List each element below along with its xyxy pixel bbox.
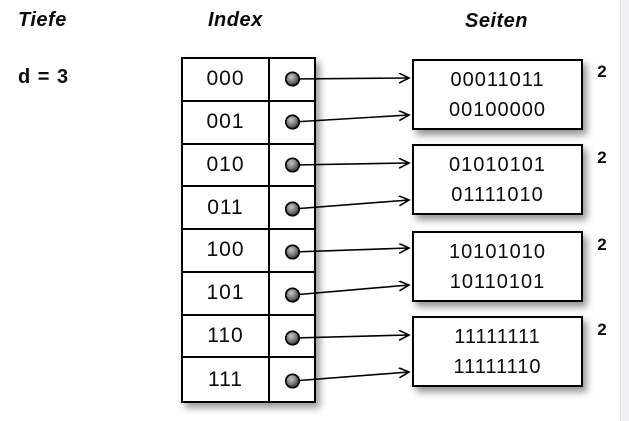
- directory-key: 101: [183, 272, 270, 314]
- pointer-cell: [270, 101, 314, 143]
- directory-key: 000: [183, 59, 270, 100]
- directory-key: 001: [183, 101, 270, 143]
- page-entry: 01010101: [449, 153, 546, 176]
- pages-column-title: Seiten: [465, 10, 529, 32]
- local-depth-badge: 2: [597, 235, 607, 254]
- pointer-cell: [270, 272, 314, 314]
- directory-key: 100: [183, 230, 270, 271]
- directory-key: 111: [183, 358, 270, 401]
- local-depth-badge: 2: [597, 320, 607, 339]
- directory-row: 000: [183, 59, 314, 102]
- page-box-3: 10101010 10110101: [412, 231, 583, 302]
- page-entry: 00011011: [450, 68, 545, 91]
- right-edge-band: [620, 0, 629, 421]
- pointer-cell: [270, 187, 314, 228]
- pointer-cell: [270, 144, 314, 186]
- directory-key: 110: [183, 315, 270, 357]
- directory-table: 000 001 010 011 100 101 110 111: [181, 57, 316, 403]
- directory-row: 101: [183, 272, 314, 316]
- page-entry: 01111010: [451, 183, 544, 206]
- page-entry: 11111111: [454, 325, 541, 348]
- pointer-cell: [270, 59, 314, 100]
- page-entry: 10101010: [449, 240, 546, 263]
- directory-row: 001: [183, 101, 314, 145]
- local-depth-badge: 2: [597, 62, 607, 81]
- directory-key: 011: [183, 187, 270, 228]
- pointer-cell: [270, 358, 314, 401]
- index-column-title: Index: [208, 9, 263, 31]
- page-entry: 10110101: [449, 270, 546, 293]
- depth-column-title: Tiefe: [18, 9, 67, 31]
- page-entry: 11111110: [453, 355, 542, 378]
- directory-row: 010: [183, 144, 314, 188]
- directory-row: 111: [183, 358, 314, 401]
- page-box-1: 00011011 00100000: [412, 59, 583, 130]
- page-box-4: 11111111 11111110: [412, 316, 583, 387]
- page-entry: 00100000: [449, 98, 546, 121]
- directory-key: 010: [183, 144, 270, 186]
- directory-row: 011: [183, 187, 314, 230]
- directory-row: 100: [183, 230, 314, 273]
- page-box-2: 01010101 01111010: [412, 144, 583, 215]
- directory-row: 110: [183, 315, 314, 359]
- local-depth-badge: 2: [597, 148, 607, 167]
- pointer-cell: [270, 315, 314, 357]
- pointer-cell: [270, 230, 314, 271]
- global-depth-value: d = 3: [18, 66, 70, 88]
